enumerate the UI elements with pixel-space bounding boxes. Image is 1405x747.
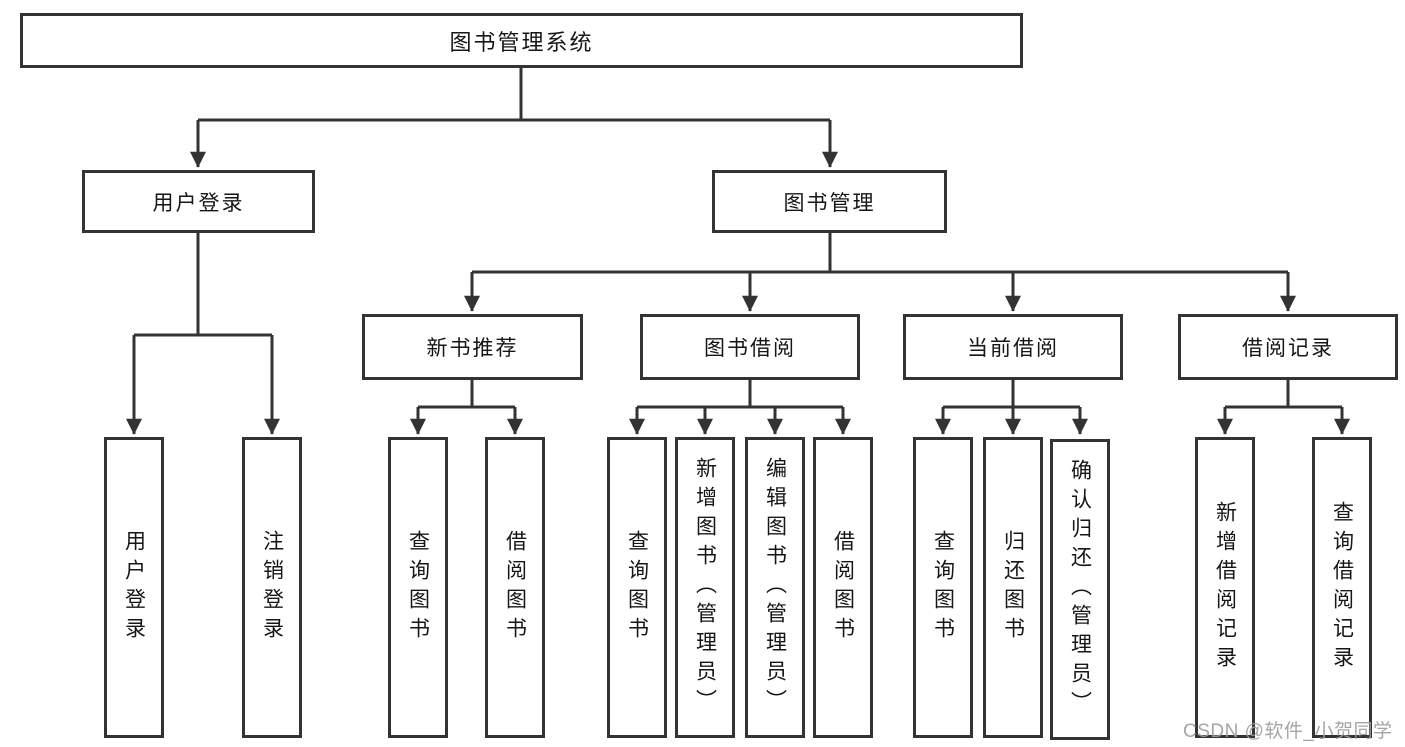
node-user-login-group: 用户登录	[82, 170, 315, 233]
node-current-borrowing: 当前借阅	[903, 314, 1123, 380]
node-library-system: 图书管理系统	[20, 13, 1023, 68]
node-record-query-borrow-record: 查询借阅记录	[1312, 437, 1372, 738]
node-book-management: 图书管理	[712, 170, 947, 233]
node-new-book-recommend: 新书推荐	[362, 314, 583, 380]
node-newbook-borrow-book: 借阅图书	[485, 437, 545, 738]
node-borrow-edit-book-admin: 编辑图书（管理员）	[745, 437, 805, 738]
node-current-query-book: 查询图书	[913, 437, 973, 738]
node-book-borrowing: 图书借阅	[640, 314, 860, 380]
node-borrow-query-book: 查询图书	[607, 437, 667, 738]
node-logout: 注销登录	[242, 437, 302, 738]
node-record-add-borrow-record: 新增借阅记录	[1195, 437, 1255, 738]
csdn-watermark: CSDN @软件_小贺同学	[1183, 721, 1393, 742]
node-current-confirm-return-admin: 确认归还（管理员）	[1050, 439, 1110, 740]
node-user-login: 用户登录	[104, 437, 164, 738]
node-current-return-book: 归还图书	[983, 437, 1043, 738]
node-newbook-query-book: 查询图书	[388, 437, 448, 738]
node-borrow-borrow-book: 借阅图书	[813, 437, 873, 738]
node-borrowing-records: 借阅记录	[1178, 314, 1398, 380]
node-borrow-add-book-admin: 新增图书（管理员）	[675, 437, 735, 738]
